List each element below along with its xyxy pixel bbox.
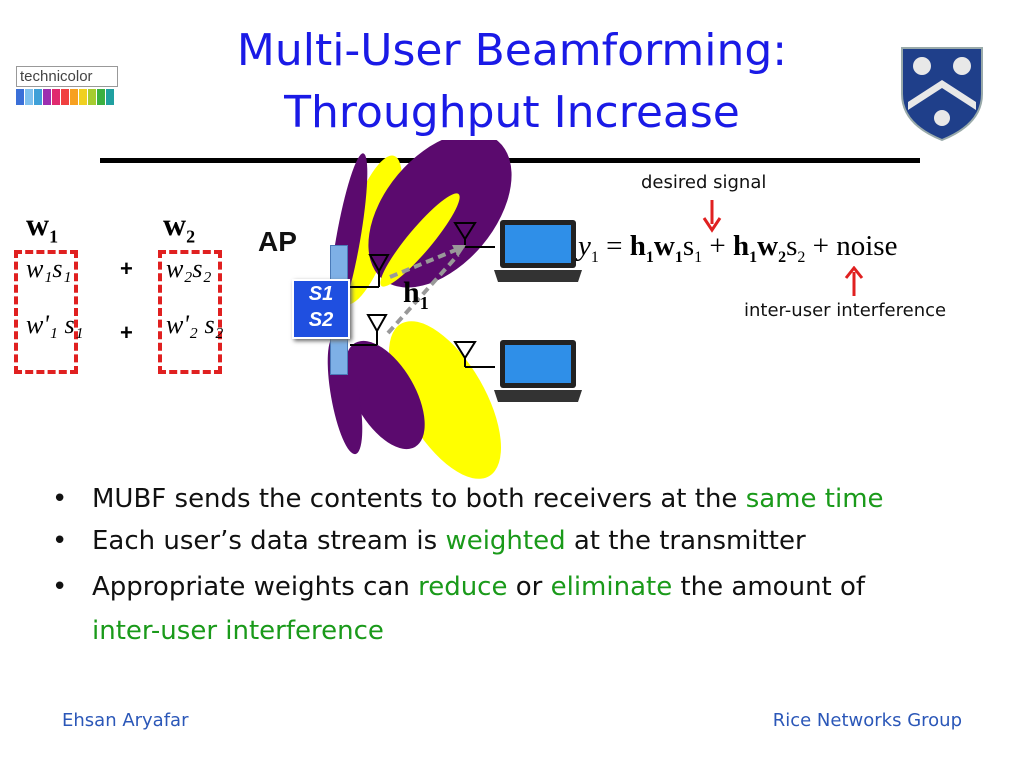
received-signal-equation: y1 = h1w1s1 + h1w2s2 + noise	[578, 230, 897, 267]
eq-w1-sub: 1	[674, 248, 683, 266]
footer-author: Ehsan Aryafar	[62, 710, 189, 731]
eq-w1: w	[653, 230, 675, 262]
plus-sign-row1: +	[120, 256, 133, 281]
highlight-text: inter-user interference	[92, 616, 384, 646]
title-divider	[100, 158, 920, 163]
w2-subscript: 2	[186, 226, 196, 247]
eq-equals: =	[598, 230, 630, 262]
w1-subscript: 1	[49, 226, 59, 247]
eq-h1b-sub: 1	[749, 248, 758, 266]
w1-row2: w'₁ s₁	[26, 310, 84, 339]
bullet-text: the amount of	[672, 572, 866, 602]
stream-s2: S2	[308, 309, 334, 331]
antenna-links	[350, 222, 495, 368]
stream-s1: S1	[308, 283, 334, 305]
bullet-text: Each user’s data stream is	[92, 526, 446, 556]
rice-shield-icon	[901, 47, 983, 142]
desired-signal-arrow-icon	[702, 200, 722, 233]
title-line-2: Throughput Increase	[284, 87, 740, 138]
highlight-text: eliminate	[550, 572, 673, 602]
bullet-text: at the transmitter	[565, 526, 806, 556]
eq-y-sub: 1	[590, 248, 599, 266]
w2-row1: w₂s₂	[166, 254, 212, 283]
slide-title: Multi-User Beamforming: Throughput Incre…	[150, 20, 874, 144]
h1-letter: h	[403, 276, 420, 309]
eq-h1: h	[629, 230, 646, 262]
interference-arrow-icon	[844, 266, 864, 296]
footer-group: Rice Networks Group	[772, 710, 962, 731]
h1-path-upper	[389, 247, 459, 279]
yellow-beam-lower	[389, 321, 501, 479]
ap-label: AP	[258, 226, 297, 257]
title-line-1: Multi-User Beamforming:	[236, 25, 788, 76]
eq-y: y	[578, 230, 591, 262]
technicolor-logo: technicolor	[16, 66, 120, 112]
plus-sign-row2: +	[120, 320, 133, 345]
w2-letter: w	[163, 206, 187, 242]
eq-h1-sub: 1	[645, 248, 654, 266]
desired-signal-label: desired signal	[641, 172, 767, 193]
w2-header: w2	[163, 206, 195, 247]
eq-s2: s	[786, 230, 798, 262]
highlight-text: reduce	[418, 572, 508, 602]
h1-label: h1	[403, 276, 429, 314]
eq-h1b: h	[732, 230, 750, 262]
h1-path-lower	[386, 253, 460, 335]
purple-beam-lower	[345, 340, 425, 450]
w1-header: w1	[26, 206, 58, 247]
eq-w2: w	[757, 230, 779, 262]
highlight-text: weighted	[445, 526, 566, 556]
eq-plus2: +	[805, 230, 837, 262]
stream-box: S1 S2	[292, 279, 350, 339]
bullet-text: Appropriate weights can	[92, 572, 419, 602]
w1-row1: w₁s₁	[26, 254, 72, 283]
inter-user-interference-label: inter-user interference	[744, 300, 947, 321]
w2-dashed-box	[158, 250, 222, 374]
w2-row2: w'₂ s₂	[166, 310, 224, 339]
bullet-text: MUBF sends the contents to both receiver…	[92, 484, 746, 514]
technicolor-logo-text: technicolor	[16, 66, 118, 87]
beam-pattern-diagram	[327, 140, 512, 479]
highlight-text: same time	[745, 484, 884, 514]
laptop-icon	[494, 340, 582, 402]
color-bars-icon	[16, 89, 114, 105]
w1-letter: w	[26, 206, 50, 242]
laptop-icon	[494, 220, 582, 282]
eq-w2-sub: 2	[778, 248, 787, 266]
bullet-text: or	[507, 572, 551, 602]
eq-plus: +	[702, 230, 733, 262]
eq-s1: s	[682, 230, 695, 262]
eq-s2-sub: 2	[797, 248, 806, 266]
h1-subscript: 1	[419, 293, 429, 313]
w1-dashed-box	[14, 250, 78, 374]
yellow-beam-mid	[380, 193, 460, 287]
eq-noise: noise	[836, 230, 898, 262]
eq-s1-sub: 1	[694, 248, 703, 266]
